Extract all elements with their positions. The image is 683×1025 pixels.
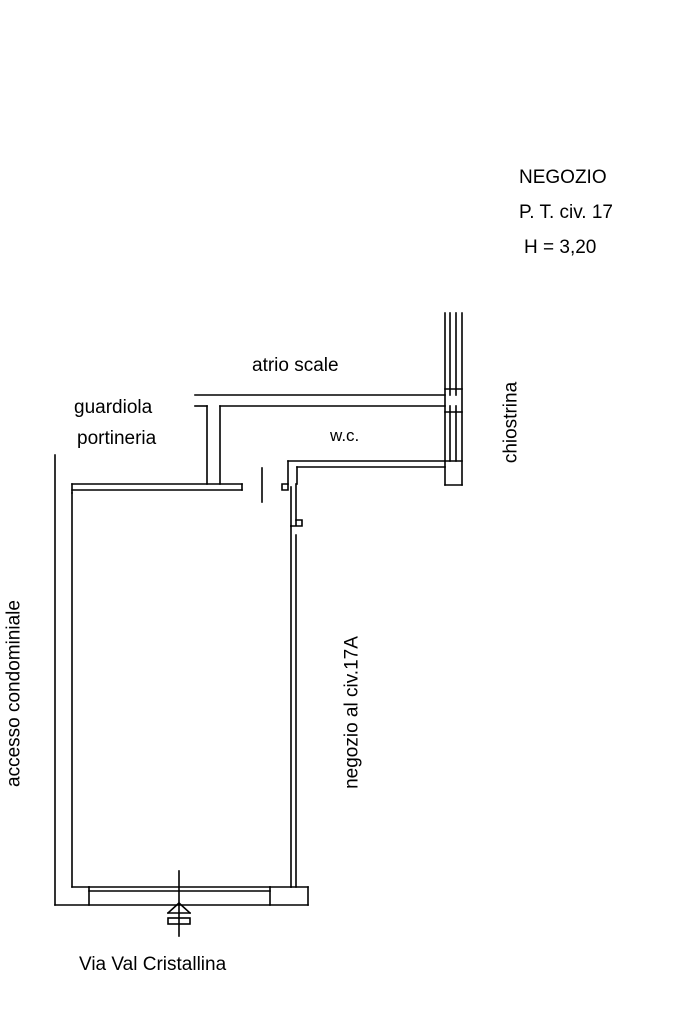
label-guardiola: guardiola [74, 397, 153, 418]
label-accesso-condominiale: accesso condominiale [3, 600, 25, 787]
label-chiostrina: chiostrina [500, 381, 522, 464]
wall-right-notch [290, 519, 303, 527]
entrance-arrow [166, 901, 192, 915]
label-portineria: portineria [77, 428, 157, 449]
title-floor-civic: P. T. civ. 17 [519, 202, 613, 223]
label-wc: w.c. [330, 426, 360, 445]
label-street: Via Val Cristallina [79, 954, 227, 975]
entrance-step [167, 917, 191, 925]
title-height: H = 3,20 [524, 237, 597, 258]
wall-wc-jamb [281, 483, 289, 491]
title-negozio: NEGOZIO [519, 167, 607, 188]
label-negozio-adjacent: negozio al civ.17A [341, 636, 363, 789]
label-atrio-scale: atrio scale [252, 355, 339, 376]
